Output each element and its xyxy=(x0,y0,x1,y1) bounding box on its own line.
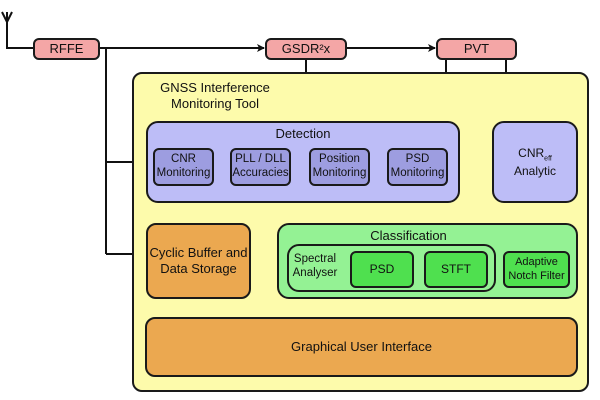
position-monitoring-line2: Monitoring xyxy=(312,167,367,179)
position-monitoring-line1: Position xyxy=(319,153,360,166)
notch-line2: Notch Filter xyxy=(508,269,565,282)
tool-title-line2: Monitoring Tool xyxy=(171,96,259,112)
cnr-monitoring-line1: CNR xyxy=(171,153,196,166)
psd-monitoring-line2: Monitoring xyxy=(390,167,445,179)
psd-block: PSD xyxy=(350,251,414,288)
spectral-analyser-label: Spectral Analyser xyxy=(290,252,340,281)
pvt-block: PVT xyxy=(436,38,517,60)
position-monitoring-block: Position Monitoring xyxy=(309,148,370,186)
gsdr-block: GSDR²x xyxy=(265,38,347,60)
cyclic-buffer-block: Cyclic Buffer and Data Storage xyxy=(146,223,251,299)
buffer-line2: Data Storage xyxy=(160,261,237,276)
spectral-line2: Analyser xyxy=(292,267,338,280)
notch-line1: Adaptive xyxy=(515,256,558,269)
psd-monitoring-line1: PSD xyxy=(405,153,430,166)
cnr-monitoring-line2: Monitoring xyxy=(156,167,211,179)
antenna-icon xyxy=(1,11,33,49)
cnreff-line2: Analytic xyxy=(513,163,557,178)
tool-title: GNSS Interference Monitoring Tool xyxy=(150,80,280,113)
stft-block: STFT xyxy=(424,251,488,288)
classification-title: Classification xyxy=(370,228,447,243)
detection-title: Detection xyxy=(275,126,331,141)
pll-dll-line1: PLL / DLL xyxy=(235,153,286,166)
rffe-block: RFFE xyxy=(33,38,100,60)
cnreff-label: CNReff xyxy=(518,145,552,163)
cnreff-analytic-block: CNReff Analytic xyxy=(492,121,578,203)
psd-monitoring-block: PSD Monitoring xyxy=(387,148,448,186)
adaptive-notch-filter-block: Adaptive Notch Filter xyxy=(503,251,570,288)
spectral-line1: Spectral xyxy=(293,253,337,265)
pll-dll-line2: Accuracies xyxy=(232,167,289,179)
cnr-monitoring-block: CNR Monitoring xyxy=(153,148,214,186)
pll-dll-block: PLL / DLL Accuracies xyxy=(230,148,291,186)
gui-block: Graphical User Interface xyxy=(145,317,578,377)
tool-title-line1: GNSS Interference xyxy=(160,80,270,95)
buffer-line1: Cyclic Buffer and xyxy=(149,245,248,261)
